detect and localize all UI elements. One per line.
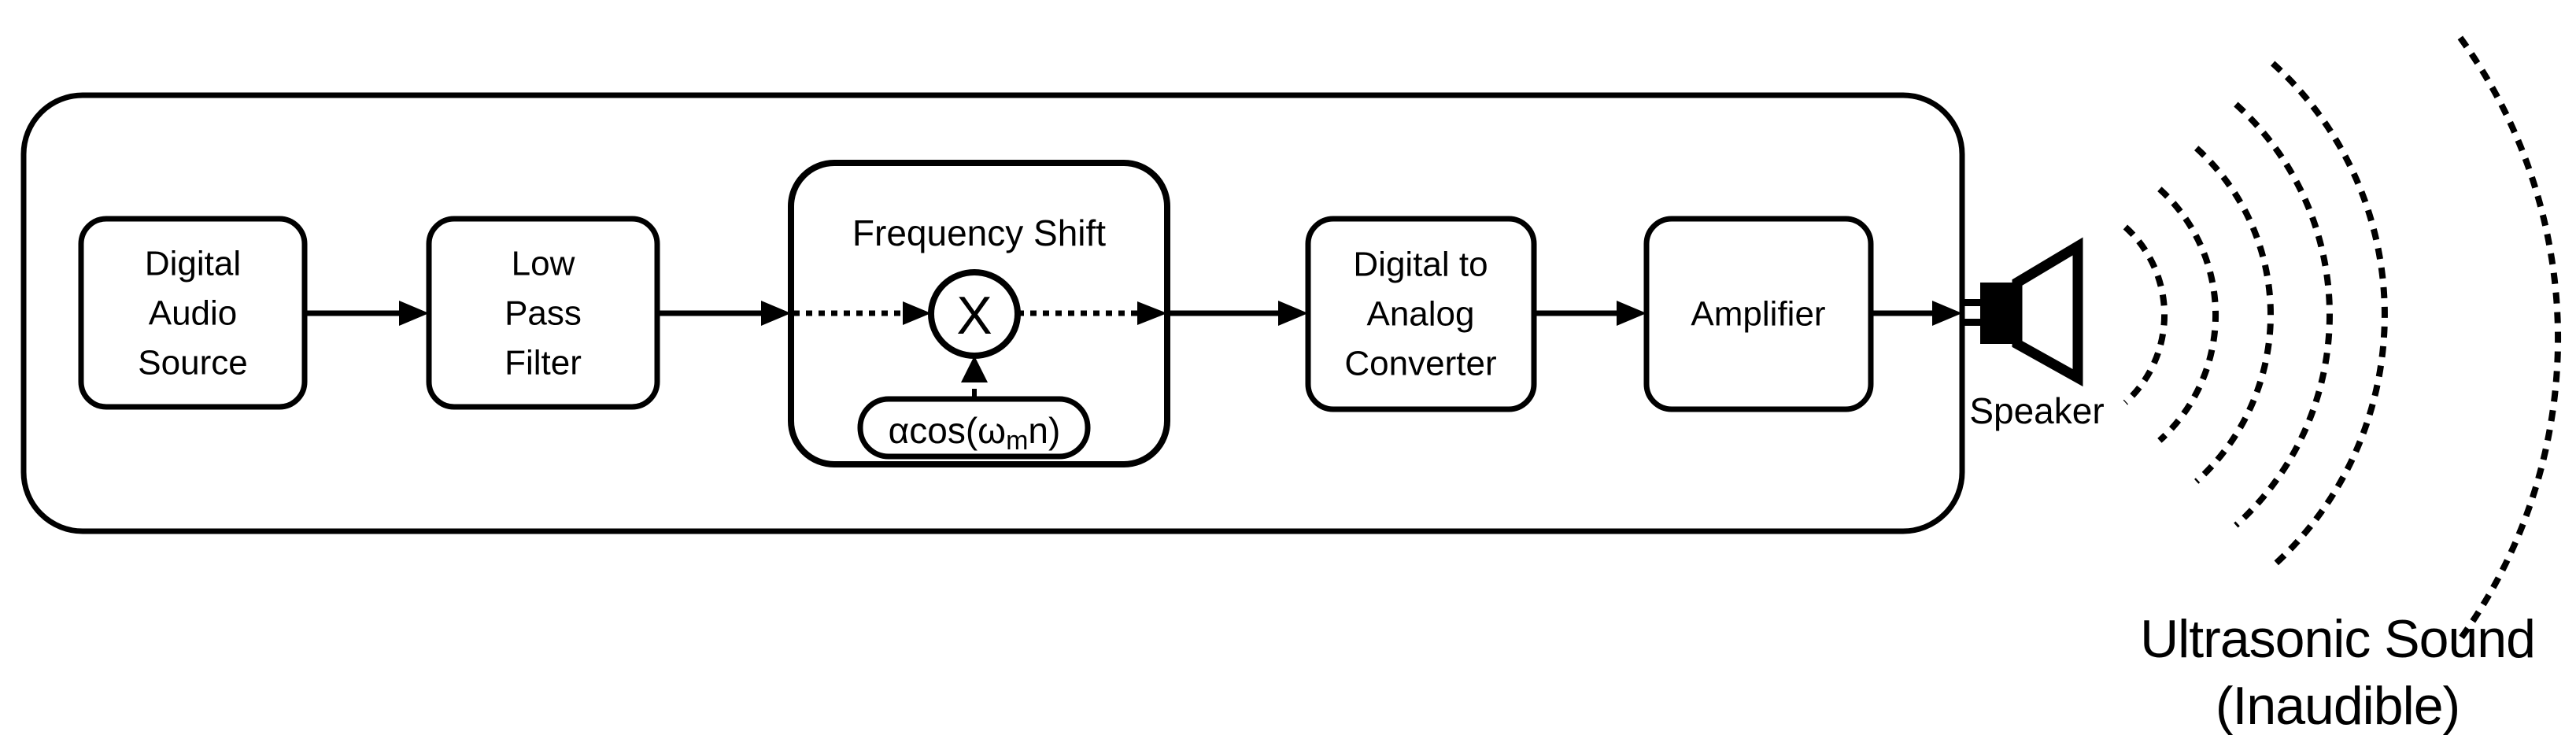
modulator-formula-subscript: m (1006, 426, 1028, 456)
sound-wave-arc (2234, 102, 2333, 528)
speaker-icon (1962, 237, 2083, 387)
dac-label: Analog (1366, 295, 1474, 334)
arrowhead-icon (399, 301, 429, 326)
arrowhead-icon (903, 301, 931, 325)
dac-label: Converter (1344, 345, 1496, 383)
arrow-lpf-to-freqshift (657, 301, 791, 326)
arrow-freqshift-to-dac (1167, 301, 1308, 326)
modulator-formula-suffix: n) (1028, 410, 1060, 451)
sound-wave-arc (2271, 61, 2388, 569)
speaker-label: Speaker (1969, 390, 2104, 431)
dac-block: Digital to Analog Converter (1305, 216, 1537, 412)
digital-audio-source-block: Digital Audio Source (78, 216, 308, 410)
dac-label: Digital to (1353, 246, 1488, 284)
amplifier-block: Amplifier (1643, 216, 1874, 412)
sound-wave-arc (2157, 187, 2219, 443)
arrowhead-icon (1617, 301, 1646, 326)
arrow-amplifier-to-speaker (1871, 301, 1962, 326)
modulator-formula: αcos(ωmn) (889, 410, 1061, 456)
sound-wave-arc (2457, 35, 2561, 641)
low-pass-filter-label: Filter (504, 344, 582, 382)
modulator-pill (857, 396, 1091, 460)
modulator-formula-prefix: αcos(ω (889, 410, 1006, 451)
sound-waves-icon (2123, 35, 2561, 641)
dashed-arrow-modulator-to-multiplier (961, 356, 988, 399)
arrowhead-icon (1137, 301, 1167, 325)
ultrasonic-label-line1: Ultrasonic Sound (2140, 609, 2535, 669)
sound-wave-arc (2123, 224, 2168, 405)
frequency-shift-title: Frequency Shift (852, 212, 1106, 253)
arrow-source-to-lpf (305, 301, 429, 326)
dotted-line-out-of-multiplier (1018, 301, 1167, 325)
amplifier-label: Amplifier (1691, 295, 1825, 334)
ultrasonic-caption: Ultrasonic Sound (Inaudible) (2140, 609, 2536, 736)
arrow-dac-to-amplifier (1534, 301, 1646, 326)
arrowhead-icon (1278, 301, 1308, 326)
arrowhead-icon (1932, 301, 1962, 326)
dotted-line-into-multiplier (793, 301, 931, 325)
low-pass-filter-label: Pass (504, 294, 582, 333)
low-pass-filter-label: Low (512, 245, 575, 283)
multiplier-x-label: X (956, 286, 992, 345)
arrowhead-icon (761, 301, 791, 326)
arrowhead-icon (961, 356, 988, 382)
sound-wave-arc (2194, 146, 2275, 484)
digital-audio-source-label: Digital (145, 245, 241, 283)
digital-audio-source-label: Source (138, 344, 247, 382)
low-pass-filter-block: Low Pass Filter (426, 216, 660, 410)
digital-audio-source-label: Audio (149, 294, 238, 333)
frequency-shift-block: Frequency Shift X αcos(ωmn) (788, 160, 1170, 467)
ultrasonic-label-line2: (Inaudible) (2216, 676, 2460, 736)
